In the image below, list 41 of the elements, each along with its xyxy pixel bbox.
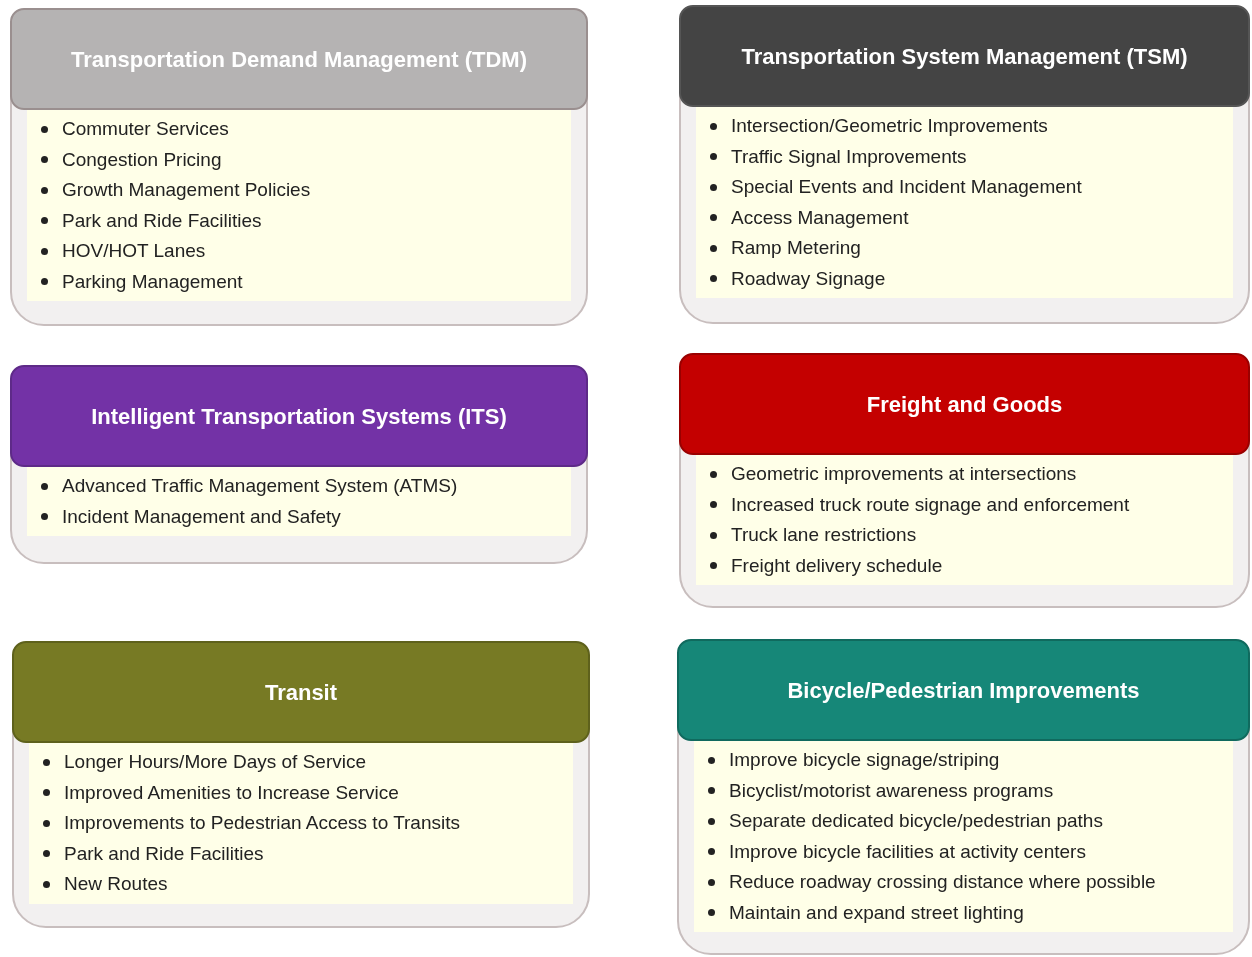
category-card (679, 5, 1250, 324)
list-item: Advanced Traffic Management System (ATMS) (62, 474, 458, 498)
list-item: Incident Management and Safety (62, 504, 341, 529)
list-item: Growth Management Policies (62, 178, 311, 202)
heading-band: Transportation Demand Management (TDM) (10, 8, 588, 110)
heading-band: Transportation System Management (TSM) (679, 5, 1250, 107)
list-item: Separate dedicated bicycle/pedestrian paths (729, 809, 1103, 833)
heading-band: Freight and Goods (679, 353, 1250, 455)
list-item: Geometric improvements at intersections (731, 462, 1077, 486)
list-item: Park and Ride Facilities (64, 841, 264, 866)
list-item: Congestion Pricing (62, 147, 222, 172)
list-item: Increased truck route signage and enforcement (731, 492, 1130, 517)
category-card (679, 353, 1250, 608)
list-item: Roadway Signage (731, 266, 886, 291)
list-item: Commuter Services (62, 117, 229, 141)
list-item: Freight delivery schedule (731, 553, 943, 578)
list-item: Longer Hours/More Days of Service (64, 750, 366, 774)
heading-band: Bicycle/Pedestrian Improvements (677, 639, 1250, 741)
list-item: Reduce roadway crossing distance where possible (729, 870, 1156, 894)
list-item: Traffic Signal Improvements (731, 144, 967, 169)
category-card (12, 641, 590, 928)
list-item: Special Events and Incident Management (731, 175, 1082, 199)
list-item: Intersection/Geometric Improvements (731, 114, 1048, 138)
list-item: Improve bicycle facilities at activity centers (729, 839, 1086, 864)
heading-band: Intelligent Transportation Systems (ITS) (10, 365, 588, 467)
list-item: Maintain and expand street lighting (729, 900, 1024, 925)
list-item: Ramp Metering (731, 236, 861, 260)
list-item: New Routes (64, 872, 168, 896)
list-item: Improve bicycle signage/striping (729, 748, 1000, 772)
list-item: HOV/HOT Lanes (62, 239, 206, 263)
category-card (10, 8, 588, 326)
category-card (677, 639, 1250, 955)
list-item: Parking Management (62, 269, 243, 294)
list-item: Improvements to Pedestrian Access to Transits (64, 811, 460, 835)
heading-band: Transit (12, 641, 590, 743)
category-card (10, 365, 588, 564)
list-item: Park and Ride Facilities (62, 208, 262, 233)
list-item: Truck lane restrictions (731, 523, 917, 547)
list-item: Access Management (731, 205, 909, 230)
list-item: Bicyclist/motorist awareness programs (729, 778, 1054, 803)
list-item: Improved Amenities to Increase Service (64, 780, 399, 805)
